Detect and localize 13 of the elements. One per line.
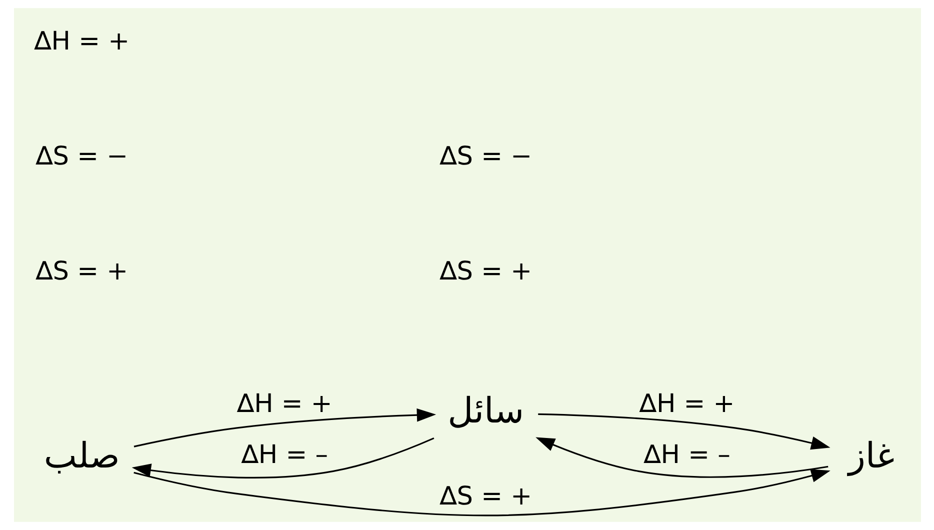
edge-label: ∆S = + <box>439 481 532 512</box>
label: ∆S = − <box>439 141 532 172</box>
edge-label: ∆H = + <box>236 388 332 419</box>
edge-label: ∆H = – <box>240 440 328 470</box>
node-text: صلب <box>43 435 120 476</box>
label: ∆S = + <box>35 256 128 286</box>
edge-label: ∆H = + <box>638 388 734 419</box>
node-text: غاز <box>848 435 894 476</box>
label: ∆S = + <box>439 256 532 286</box>
label: ∆H = + <box>34 26 130 56</box>
label: ∆S = − <box>35 141 128 172</box>
edge-label: ∆H = – <box>643 440 730 470</box>
node-text: سائل <box>447 390 524 432</box>
